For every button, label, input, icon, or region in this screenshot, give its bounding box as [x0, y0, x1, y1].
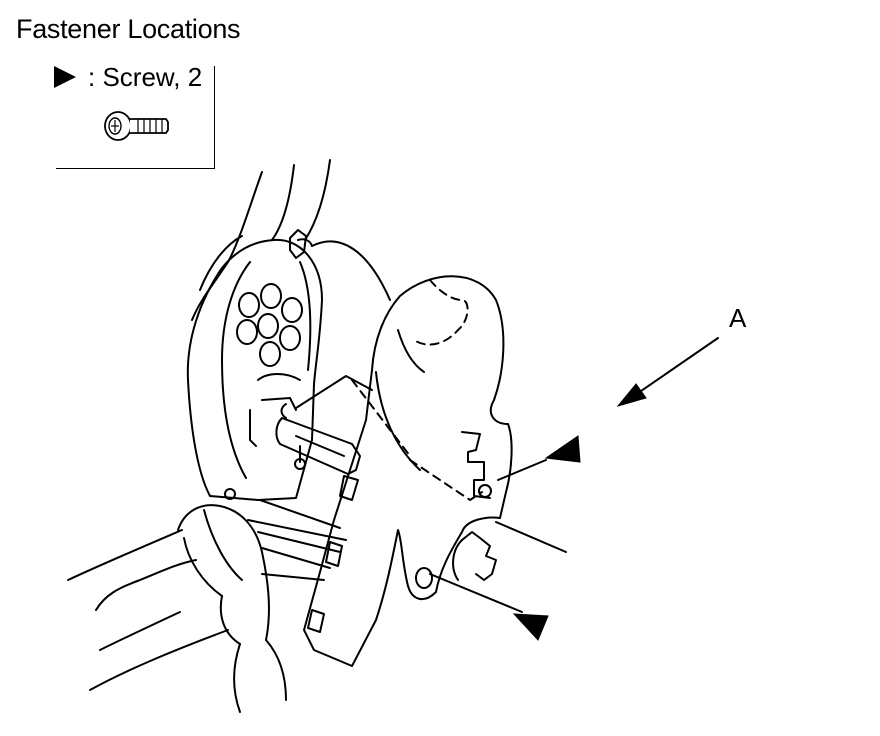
screw-guide-lines: [429, 459, 567, 613]
seat-side-cover: [303, 275, 513, 667]
legend-box: [56, 66, 215, 169]
view-a-label: A: [729, 303, 747, 333]
screw-location-marker-lower: [512, 613, 549, 641]
screw-icon: [104, 111, 169, 141]
screw-location-marker-upper: [544, 435, 581, 463]
filled-triangle-icon: [54, 66, 76, 88]
seat-cushion-frame: [67, 529, 229, 691]
legend-screw-label: : Screw, 2: [88, 62, 203, 92]
view-a-arrow: [616, 337, 719, 407]
hinge-clip: [289, 229, 391, 301]
seat-side-panel: [186, 238, 323, 501]
diagram-title: Fastener Locations: [16, 14, 241, 44]
technician-hand: [177, 504, 287, 713]
